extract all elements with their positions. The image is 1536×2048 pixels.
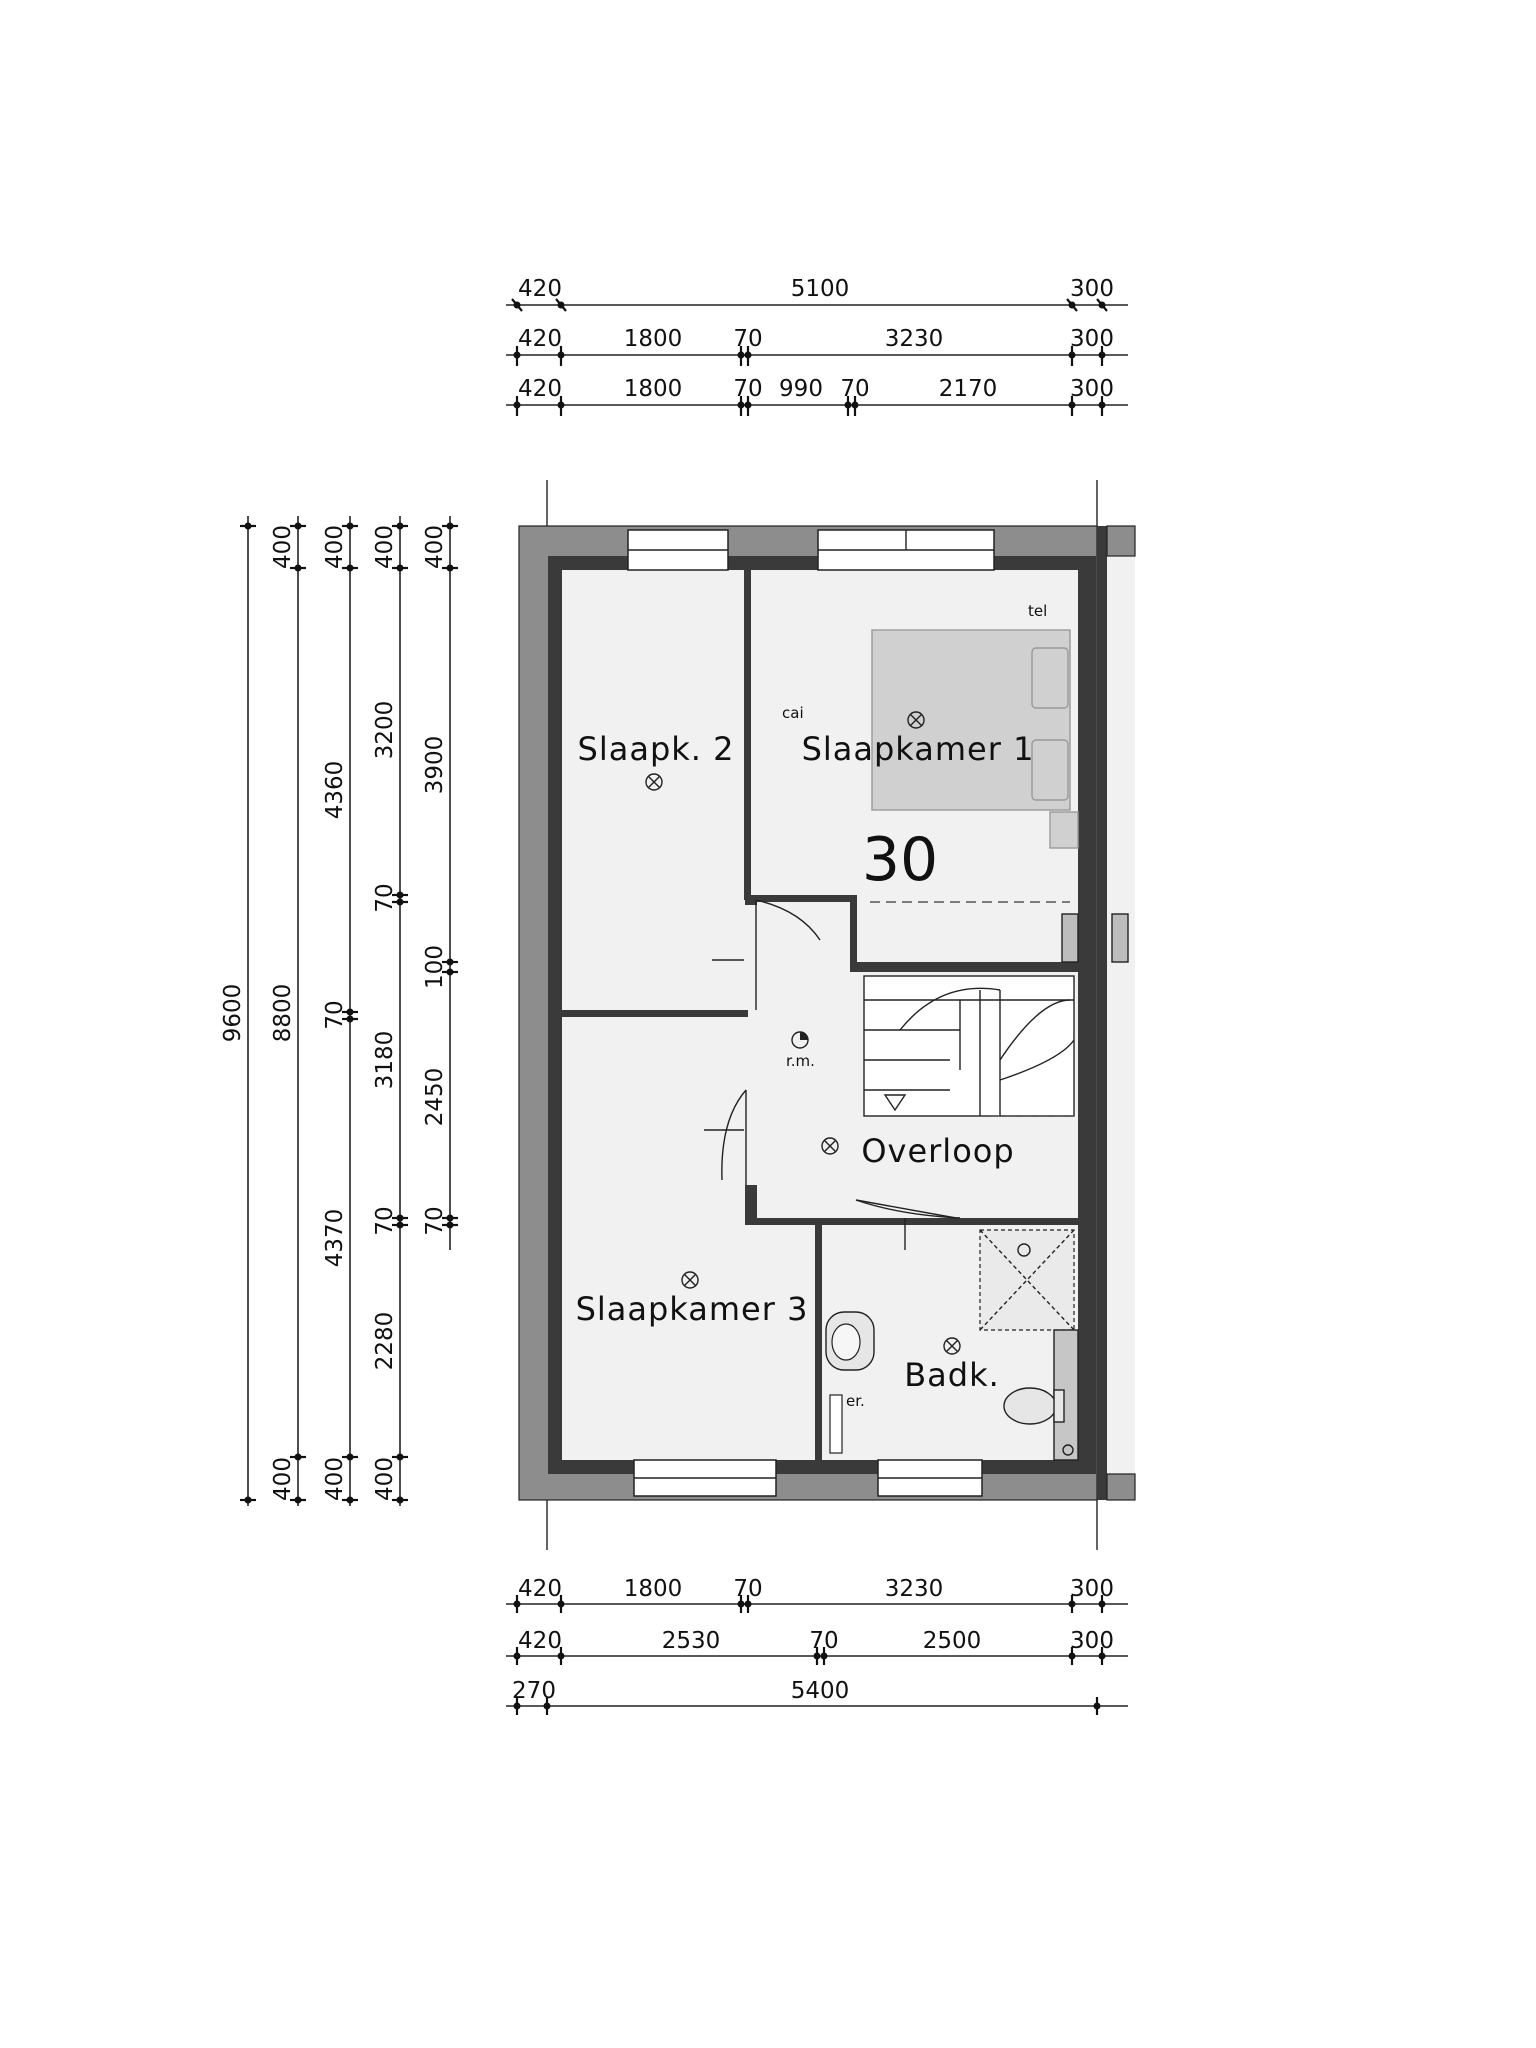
room-label-bedroom1: Slaapkamer 1 bbox=[802, 730, 1035, 768]
bottom-dimensions: 420 1800 70 3230 300 420 2530 70 2500 30… bbox=[506, 1576, 1128, 1715]
dim-left-c4-5: 2280 bbox=[372, 1312, 398, 1371]
staircase bbox=[863, 975, 1075, 1117]
dim-top-r3-2: 70 bbox=[733, 376, 762, 402]
dim-left-c3-2: 70 bbox=[322, 1000, 348, 1029]
dim-top-r3-6: 300 bbox=[1070, 376, 1114, 402]
dim-bottom-r3-0: 270 bbox=[512, 1678, 556, 1704]
dim-top-r2-4: 300 bbox=[1070, 326, 1114, 352]
dim-left-c3-4: 400 bbox=[322, 1457, 348, 1501]
dim-top-r3-0: 420 bbox=[518, 376, 562, 402]
building bbox=[518, 525, 1136, 1501]
dim-left-c4-2: 70 bbox=[372, 883, 398, 912]
annotation-er: er. bbox=[846, 1392, 865, 1410]
annotation-cai: cai bbox=[782, 704, 804, 722]
dim-bottom-r1-2: 70 bbox=[733, 1576, 762, 1602]
dim-bottom-r2-0: 420 bbox=[518, 1628, 562, 1654]
room-label-bedroom2: Slaapk. 2 bbox=[578, 730, 735, 768]
dim-left-c4-3: 3180 bbox=[372, 1031, 398, 1090]
unit-number: 30 bbox=[862, 825, 938, 895]
dim-bottom-r1-0: 420 bbox=[518, 1576, 562, 1602]
dim-bottom-r2-1: 2530 bbox=[662, 1628, 721, 1654]
left-dimensions: 9600 400 8800 400 400 4360 70 4370 400 4… bbox=[220, 516, 458, 1506]
dim-bottom-r1-1: 1800 bbox=[624, 1576, 683, 1602]
dim-bottom-r1-3: 3230 bbox=[885, 1576, 944, 1602]
dim-top-r1-1: 5100 bbox=[791, 276, 850, 302]
room-label-bedroom3: Slaapkamer 3 bbox=[576, 1290, 809, 1328]
dim-left-c3-3: 4370 bbox=[322, 1209, 348, 1268]
dim-top-r2-3: 3230 bbox=[885, 326, 944, 352]
dim-left-c3-0: 400 bbox=[322, 525, 348, 569]
dim-bottom-r2-2: 70 bbox=[809, 1628, 838, 1654]
ceiling-light-icon bbox=[645, 711, 961, 1355]
dim-top-r1-0: 420 bbox=[518, 276, 562, 302]
dim-left-c5-1: 3900 bbox=[422, 736, 448, 795]
dim-top-r2-2: 70 bbox=[733, 326, 762, 352]
dim-top-r3-4: 70 bbox=[840, 376, 869, 402]
dim-left-c5-2: 100 bbox=[422, 945, 448, 989]
dim-top-r3-3: 990 bbox=[779, 376, 823, 402]
dim-left-c4-6: 400 bbox=[372, 1457, 398, 1501]
smoke-detector-icon bbox=[791, 1031, 809, 1049]
dim-left-c1-0: 9600 bbox=[220, 984, 246, 1043]
annotation-tel: tel bbox=[1028, 602, 1047, 620]
dim-bottom-r2-3: 2500 bbox=[923, 1628, 982, 1654]
dim-left-c4-1: 3200 bbox=[372, 701, 398, 760]
dim-left-c2-1: 8800 bbox=[270, 984, 296, 1043]
dim-left-c5-4: 70 bbox=[422, 1206, 448, 1235]
dim-left-c2-0: 400 bbox=[270, 525, 296, 569]
room-label-landing: Overloop bbox=[861, 1132, 1014, 1170]
dim-top-r1-2: 300 bbox=[1070, 276, 1114, 302]
top-dimensions: 420 5100 300 420 1800 70 3230 300 420 18… bbox=[506, 276, 1128, 416]
dim-top-r2-0: 420 bbox=[518, 326, 562, 352]
dim-top-r3-1: 1800 bbox=[624, 376, 683, 402]
dim-left-c4-0: 400 bbox=[372, 525, 398, 569]
dim-left-c3-1: 4360 bbox=[322, 761, 348, 820]
dim-left-c5-3: 2450 bbox=[422, 1068, 448, 1127]
dim-left-c2-2: 400 bbox=[270, 1457, 296, 1501]
annotation-rm: r.m. bbox=[786, 1052, 815, 1070]
dim-bottom-r2-4: 300 bbox=[1070, 1628, 1114, 1654]
dim-left-c5-0: 400 bbox=[422, 525, 448, 569]
dim-left-c4-4: 70 bbox=[372, 1206, 398, 1235]
dim-bottom-r3-1: 5400 bbox=[791, 1678, 850, 1704]
dim-top-r2-1: 1800 bbox=[624, 326, 683, 352]
dim-top-r3-5: 2170 bbox=[939, 376, 998, 402]
dim-bottom-r1-4: 300 bbox=[1070, 1576, 1114, 1602]
room-label-bathroom: Badk. bbox=[904, 1356, 1000, 1394]
